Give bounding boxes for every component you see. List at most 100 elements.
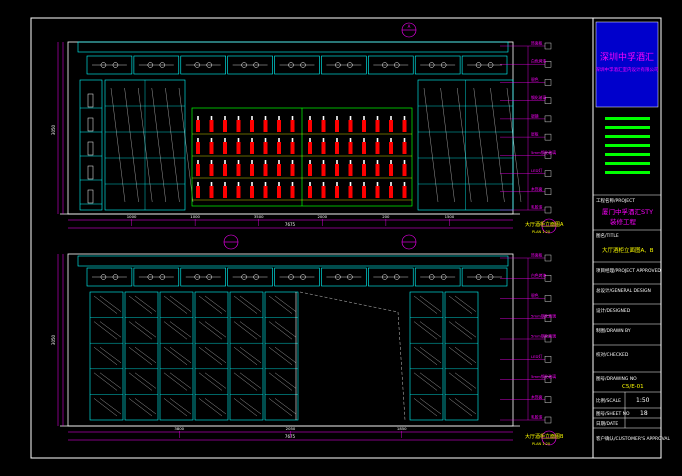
- caption-b-scale: PLAN 1:20: [532, 442, 550, 446]
- section-marker-a2: [541, 218, 557, 234]
- caption-b: 大厅酒柜立面图B: [525, 433, 564, 440]
- dimension-label: 2000: [317, 214, 327, 219]
- glass-door: [89, 291, 124, 421]
- wine-bottle-icon: [223, 186, 227, 198]
- glass-door: [409, 291, 444, 421]
- a-drawer: [133, 55, 180, 75]
- wine-bottle-icon: [362, 186, 366, 198]
- left-glass-cabinet-a: [105, 80, 194, 210]
- wine-bottle-icon: [236, 142, 241, 154]
- bottle-icon: [87, 93, 94, 108]
- dimension-label: 200: [382, 214, 390, 219]
- glass-door: [124, 291, 159, 421]
- wine-bottle-icon: [196, 186, 200, 198]
- wine-bottle-icon: [308, 142, 312, 154]
- wine-bottle-icon: [263, 120, 268, 132]
- project-label: 工程名称/PROJECT: [596, 197, 635, 204]
- wine-bottle-icon: [348, 186, 353, 198]
- callout-label: LED灯: [531, 168, 542, 173]
- callout-tag-icon: [544, 206, 552, 214]
- wine-bottle-icon: [375, 120, 380, 132]
- dimension-label: 1000: [190, 214, 200, 219]
- b-drawer: [414, 267, 461, 287]
- wine-bottle-icon: [389, 142, 393, 154]
- a-drawer: [461, 55, 508, 75]
- logo-panel: [595, 21, 659, 108]
- wine-bottle-icon: [335, 186, 339, 198]
- caption-a-scale: PLAN 1:20: [532, 230, 550, 234]
- wine-bottle-grid-a: [192, 116, 412, 201]
- dimension-label: 3500: [254, 214, 264, 219]
- drawing-frame: [30, 17, 662, 459]
- bottle-icon: [87, 141, 94, 156]
- callout-label: 银色: [531, 77, 539, 82]
- svg-text:A: A: [408, 24, 411, 29]
- wine-bottle-icon: [196, 120, 200, 132]
- callout-tag-icon: [544, 396, 552, 403]
- date-label: 日期/DATE: [596, 421, 618, 427]
- wine-bottle-icon: [236, 164, 241, 176]
- drawing-no: C5/E-01: [622, 384, 644, 390]
- wine-bottle-icon: [362, 164, 366, 176]
- wine-bottle-icon: [362, 142, 366, 154]
- scale-value: 1:50: [636, 397, 650, 404]
- wine-bottle-icon: [321, 186, 326, 198]
- wine-bottle-icon: [348, 142, 353, 154]
- glass-door-grid-b-right: [409, 291, 479, 421]
- wine-bottle-icon: [308, 164, 312, 176]
- callout-label: 银色: [531, 293, 539, 298]
- drawing-title: 大厅酒柜立面图A、B: [602, 246, 654, 254]
- wine-bottle-icon: [290, 164, 295, 176]
- a-drawer: [414, 55, 461, 75]
- dimension-label: 1000: [127, 214, 137, 219]
- b-drawer: [227, 267, 273, 287]
- glass-door: [194, 291, 229, 421]
- wine-bottle-icon: [277, 164, 281, 176]
- height-dim-b: 3050: [51, 334, 56, 345]
- customer-approval: 客户确认/CUSTOMER'S APPROVAL: [596, 435, 670, 442]
- callout-label: 5mm钢化玻璃: [531, 374, 556, 379]
- wine-bottle-icon: [263, 142, 268, 154]
- wine-bottle-icon: [402, 186, 407, 198]
- project-name-1: 厦门中孚酒汇STY: [602, 207, 653, 216]
- callout-tag-icon: [544, 170, 552, 177]
- wine-bottle-icon: [389, 186, 393, 198]
- callout-tag-icon: [544, 42, 552, 50]
- callout-label: 木饰面: [531, 186, 543, 191]
- callout-label: LED灯: [531, 354, 542, 359]
- callout-label: 银镜: [531, 113, 539, 118]
- wine-bottle-icon: [402, 164, 407, 176]
- wine-bottle-icon: [277, 186, 281, 198]
- dimension-label: 3800: [174, 426, 184, 431]
- wine-bottle-icon: [335, 164, 339, 176]
- callout-tag-icon: [544, 79, 552, 86]
- wine-bottle-icon: [209, 120, 214, 132]
- callout-tag-icon: [544, 61, 552, 68]
- section-marker-b2: [223, 234, 239, 250]
- dimension-label: 2050: [286, 426, 296, 431]
- callout-tag-icon: [544, 115, 552, 123]
- wine-bottle-icon: [308, 186, 312, 198]
- dimension-label: 1500: [445, 214, 455, 219]
- wine-bottle-icon: [250, 164, 254, 176]
- glass-door: [444, 291, 479, 421]
- title-block: 深圳中孚酒汇 深圳中孚酒汇室内设计有限公司 工程: [593, 21, 670, 442]
- wine-bottle-icon: [335, 120, 339, 132]
- section-marker-b3: [541, 430, 557, 446]
- callout-label: 白色烤漆: [531, 59, 546, 64]
- dimension-label: 1850: [397, 426, 407, 431]
- bottle-icon: [87, 165, 94, 180]
- callout-label: 白色烤漆: [531, 273, 546, 278]
- left-column-bottles-a: [80, 93, 102, 205]
- a-drawer: [227, 55, 273, 75]
- wine-bottle-icon: [250, 142, 254, 154]
- wine-bottle-icon: [223, 120, 227, 132]
- b-drawer: [86, 267, 133, 287]
- wine-bottle-icon: [263, 186, 268, 198]
- wine-bottle-icon: [236, 186, 241, 198]
- callout-label: 饰面板: [531, 253, 543, 258]
- glass-door: [229, 291, 264, 421]
- wine-bottle-icon: [348, 164, 353, 176]
